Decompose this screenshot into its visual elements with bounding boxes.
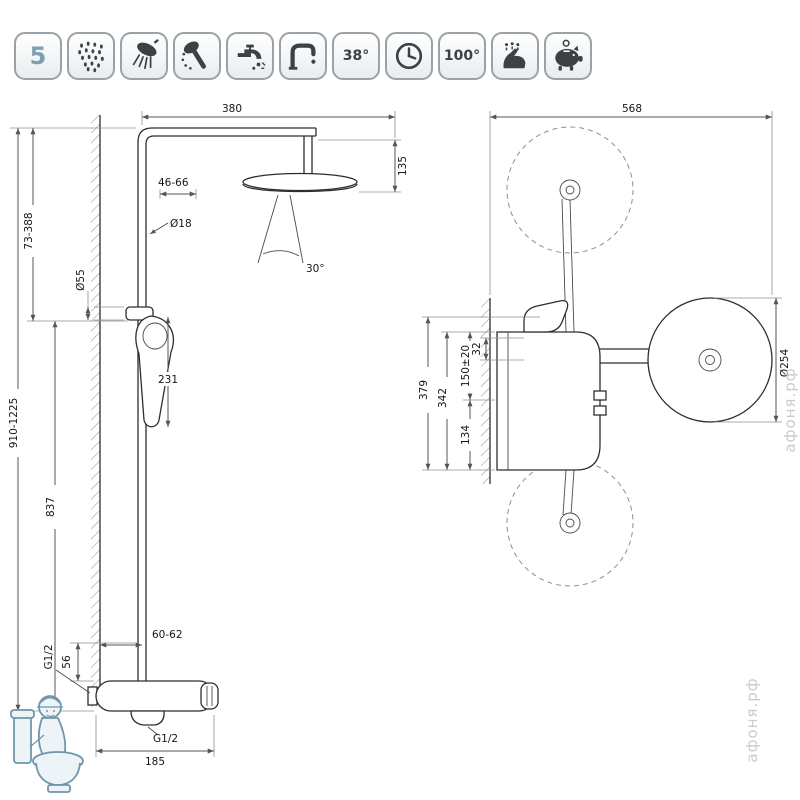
swivel-spout-icon bbox=[288, 43, 316, 70]
dim-lower-spacing: 134 bbox=[460, 425, 472, 445]
badge-savings bbox=[544, 32, 592, 80]
mixer-handle-side bbox=[523, 300, 569, 333]
dim-arm-reach: 380 bbox=[222, 103, 242, 115]
wall-hatch-front bbox=[91, 115, 100, 707]
front-dimensions: 380 135 46-66 Ø18 30° 231 910-1225 73-38… bbox=[8, 103, 409, 768]
front-view bbox=[87, 115, 358, 726]
dim-handshower-length: 231 bbox=[158, 374, 178, 386]
badge-easy-clean bbox=[491, 32, 539, 80]
dim-total-height: 910-1225 bbox=[8, 398, 20, 449]
badge-overhead-shower bbox=[120, 32, 168, 80]
dim-body-width: 185 bbox=[145, 756, 165, 768]
badge-warranty: 5 bbox=[14, 32, 62, 80]
dim-top-spacing: 32 bbox=[471, 342, 483, 355]
hand-shower-icon bbox=[181, 41, 206, 70]
badge-rain-spray bbox=[67, 32, 115, 80]
feature-badges: 5 bbox=[14, 32, 592, 80]
dim-body-height: 342 bbox=[437, 388, 449, 408]
easy-clean-icon bbox=[503, 42, 526, 69]
mixer-spout bbox=[130, 710, 165, 726]
overhead-shower-icon bbox=[132, 39, 159, 70]
dim-head-height: 135 bbox=[397, 156, 409, 176]
badge-clock bbox=[385, 32, 433, 80]
mixer-knob bbox=[200, 682, 219, 710]
rotation-range-up bbox=[506, 126, 634, 254]
dim-riser-adjust: 73-388 bbox=[23, 212, 35, 249]
rotation-range-down bbox=[506, 459, 634, 587]
dim-handle-spacing: 150±20 bbox=[460, 345, 472, 387]
dim-holder-dia: Ø55 bbox=[75, 269, 87, 291]
dim-spray-angle: 30° bbox=[306, 263, 325, 275]
badge-spout bbox=[279, 32, 327, 80]
watermark: афоня.рф bbox=[781, 367, 799, 452]
side-dimensions: 568 379 342 150±20 134 32 Ø254 bbox=[418, 103, 791, 471]
badge-hand-shower bbox=[173, 32, 221, 80]
dim-inlet-thread: G1/2 bbox=[43, 644, 55, 669]
dim-riser-height: 837 bbox=[45, 497, 57, 517]
mixer-body-side bbox=[496, 331, 601, 471]
dim-inlet-offset: 56 bbox=[61, 655, 73, 669]
badge-faucet bbox=[226, 32, 274, 80]
overhead-shower-head bbox=[242, 172, 358, 192]
temp-38-label: 38° bbox=[342, 48, 370, 64]
dim-pipe-dia: Ø18 bbox=[170, 218, 192, 230]
faucet-water-icon bbox=[237, 44, 266, 70]
technical-drawing: 380 135 46-66 Ø18 30° 231 910-1225 73-38… bbox=[8, 103, 799, 793]
dim-spout-thread: G1/2 bbox=[153, 733, 178, 745]
rain-spray-icon bbox=[78, 41, 104, 73]
temp-100-label: 100° bbox=[443, 48, 481, 64]
dim-overall-depth: 379 bbox=[418, 380, 430, 400]
plumber-mascot bbox=[10, 695, 84, 793]
clock-icon bbox=[395, 42, 423, 70]
dim-head-dia: Ø254 bbox=[779, 349, 791, 378]
dim-reach: 568 bbox=[622, 103, 642, 115]
watermark: афоня.рф bbox=[743, 677, 761, 762]
badge-temp-38: 38° bbox=[332, 32, 380, 80]
shower-holder bbox=[125, 306, 154, 321]
mixer-body-front bbox=[95, 680, 215, 712]
piggy-bank-icon bbox=[555, 39, 583, 71]
badge-temp-100: 100° bbox=[438, 32, 486, 80]
wall-hatch-side bbox=[481, 298, 490, 484]
warranty-years-label: 5 bbox=[29, 42, 47, 70]
side-view bbox=[481, 126, 773, 587]
dim-head-adjust: 46-66 bbox=[158, 177, 189, 189]
dim-wall-offset: 60-62 bbox=[152, 629, 183, 641]
